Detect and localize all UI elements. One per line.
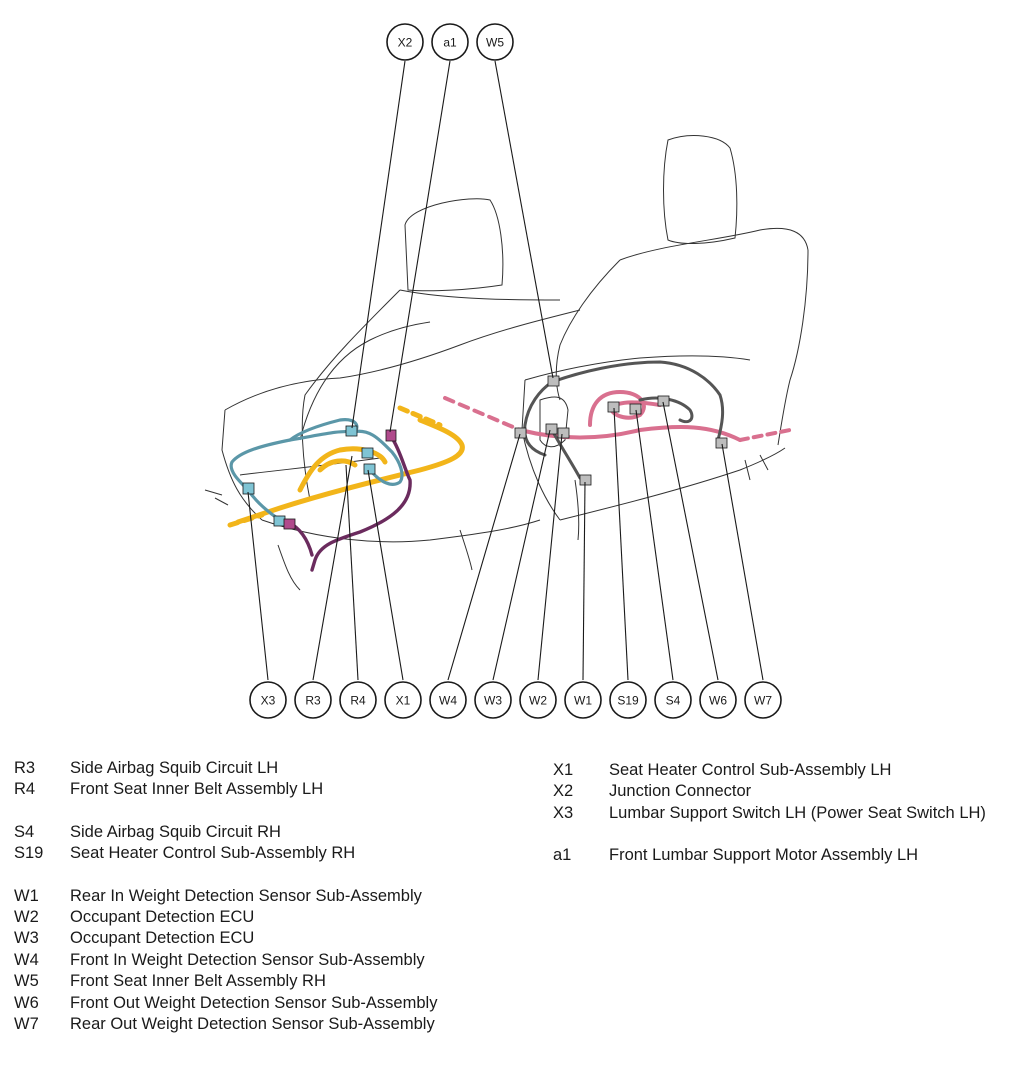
callout-label: R4 (350, 694, 366, 708)
legend-row: W2 Occupant Detection ECU (14, 907, 437, 928)
callout-label: a1 (443, 36, 457, 50)
legend-desc: Occupant Detection ECU (70, 929, 255, 948)
legend-row: S19 Seat Heater Control Sub-Assembly RH (14, 843, 437, 864)
legend-desc: Side Airbag Squib Circuit LH (70, 759, 279, 777)
legend-code: W4 (14, 950, 39, 969)
callout-w1: W1 (564, 681, 602, 719)
callout-w3: W3 (474, 681, 512, 719)
callout-label: X3 (261, 694, 276, 708)
callout-r4: R4 (339, 681, 377, 719)
legend-code: S19 (14, 844, 44, 863)
callout-label: W1 (574, 694, 592, 708)
legend-desc: Rear Out Weight Detection Sensor Sub-Ass… (70, 1015, 435, 1034)
legend-code: X1 (553, 761, 574, 779)
legend-row: X1 Seat Heater Control Sub-Assembly LH (553, 760, 986, 781)
legend-code: W7 (14, 1015, 39, 1034)
callout-label: W6 (709, 694, 727, 708)
bottom-callouts: X3 R3 R4 X1 W4 W3 W2 W1 S19 S4 W6 W7 (249, 681, 782, 719)
leader-lines (247, 60, 764, 681)
purple-harness (286, 436, 412, 572)
legend-code: W1 (14, 886, 39, 905)
legend-row: S4 Side Airbag Squib Circuit RH (14, 822, 437, 843)
legend-code: W6 (14, 993, 39, 1012)
legend-desc: Front Seat Inner Belt Assembly LH (70, 780, 324, 799)
legend-code: a1 (553, 846, 572, 865)
legend-desc: Side Airbag Squib Circuit RH (70, 822, 281, 841)
legend-desc: Front In Weight Detection Sensor Sub-Ass… (70, 950, 425, 969)
callout-w7: W7 (744, 681, 782, 719)
legend-row: W3 Occupant Detection ECU (14, 928, 437, 949)
legend-row: W6 Front Out Weight Detection Sensor Sub-… (14, 993, 437, 1014)
legend-row: R4 Front Seat Inner Belt Assembly LH (14, 779, 437, 800)
legend-row: W7 Rear Out Weight Detection Sensor Sub-A… (14, 1014, 437, 1035)
legend-desc: Front Out Weight Detection Sensor Sub-As… (70, 993, 438, 1012)
callout-label: W4 (439, 694, 457, 708)
callout-s19: S19 (609, 681, 647, 719)
blue-harness (229, 418, 404, 522)
legend-right: X1 Seat Heater Control Sub-Assembly LH X2… (553, 760, 986, 867)
legend-row: a1 Front Lumbar Support Motor Assembly LH (553, 845, 986, 866)
callout-w2: W2 (519, 681, 557, 719)
legend-code: S4 (14, 822, 35, 841)
legend-desc: Junction Connector (609, 782, 752, 801)
wiring-diagram: X2 a1 W5 X3 R3 R4 X1 W4 W3 W2 W1 S19 S4 … (204, 23, 809, 719)
legend-row: W5 Front Seat Inner Belt Assembly RH (14, 971, 437, 992)
legend-row: R3 Side Airbag Squib Circuit LH (14, 758, 437, 779)
legend-code: X2 (553, 782, 574, 801)
legend-desc: Seat Heater Control Sub-Assembly RH (70, 844, 356, 863)
callout-label: S19 (617, 694, 639, 708)
callout-w6: W6 (699, 681, 737, 719)
callout-label: R3 (305, 694, 321, 708)
callout-label: W3 (484, 694, 502, 708)
legend-desc: Front Lumbar Support Motor Assembly LH (609, 846, 919, 865)
legend-row: X2 Junction Connector (553, 781, 986, 802)
right-seat-illustration (521, 135, 809, 541)
callout-label: S4 (666, 694, 681, 708)
pink-harness (443, 390, 792, 442)
legend-row: W1 Rear In Weight Detection Sensor Sub-As… (14, 886, 437, 907)
legend-code: R4 (14, 780, 36, 799)
callout-x1: X1 (384, 681, 422, 719)
legend-row: X3 Lumbar Support Switch LH (Power Seat S… (553, 803, 986, 824)
legend-code: W3 (14, 929, 39, 948)
legend-desc: Occupant Detection ECU (70, 908, 255, 927)
callout-label: X2 (398, 36, 413, 50)
gray-harness (523, 360, 725, 480)
legend-desc: Front Seat Inner Belt Assembly RH (70, 972, 326, 991)
callout-s4: S4 (654, 681, 692, 719)
callout-x2: X2 (386, 23, 424, 61)
yellow-harness (227, 405, 465, 528)
callout-x3: X3 (249, 681, 287, 719)
callout-w4: W4 (429, 681, 467, 719)
legend-code: W5 (14, 972, 39, 991)
legend-code: R3 (14, 759, 36, 777)
callout-a1: a1 (431, 23, 469, 61)
legend-code: X3 (553, 803, 574, 822)
callout-label: X1 (396, 694, 411, 708)
legend-desc: Lumbar Support Switch LH (Power Seat Swi… (609, 803, 986, 822)
callout-w5: W5 (476, 23, 514, 61)
callout-label: W2 (529, 694, 547, 708)
callout-label: W5 (486, 36, 504, 50)
callout-label: W7 (754, 694, 772, 708)
legend-row: W4 Front In Weight Detection Sensor Sub-A… (14, 950, 437, 971)
connectors (242, 375, 728, 530)
top-callouts: X2 a1 W5 (386, 23, 514, 61)
legend-desc: Seat Heater Control Sub-Assembly LH (609, 761, 892, 779)
legend-code: W2 (14, 908, 39, 927)
callout-r3: R3 (294, 681, 332, 719)
legend-desc: Rear In Weight Detection Sensor Sub-Asse… (70, 886, 422, 905)
